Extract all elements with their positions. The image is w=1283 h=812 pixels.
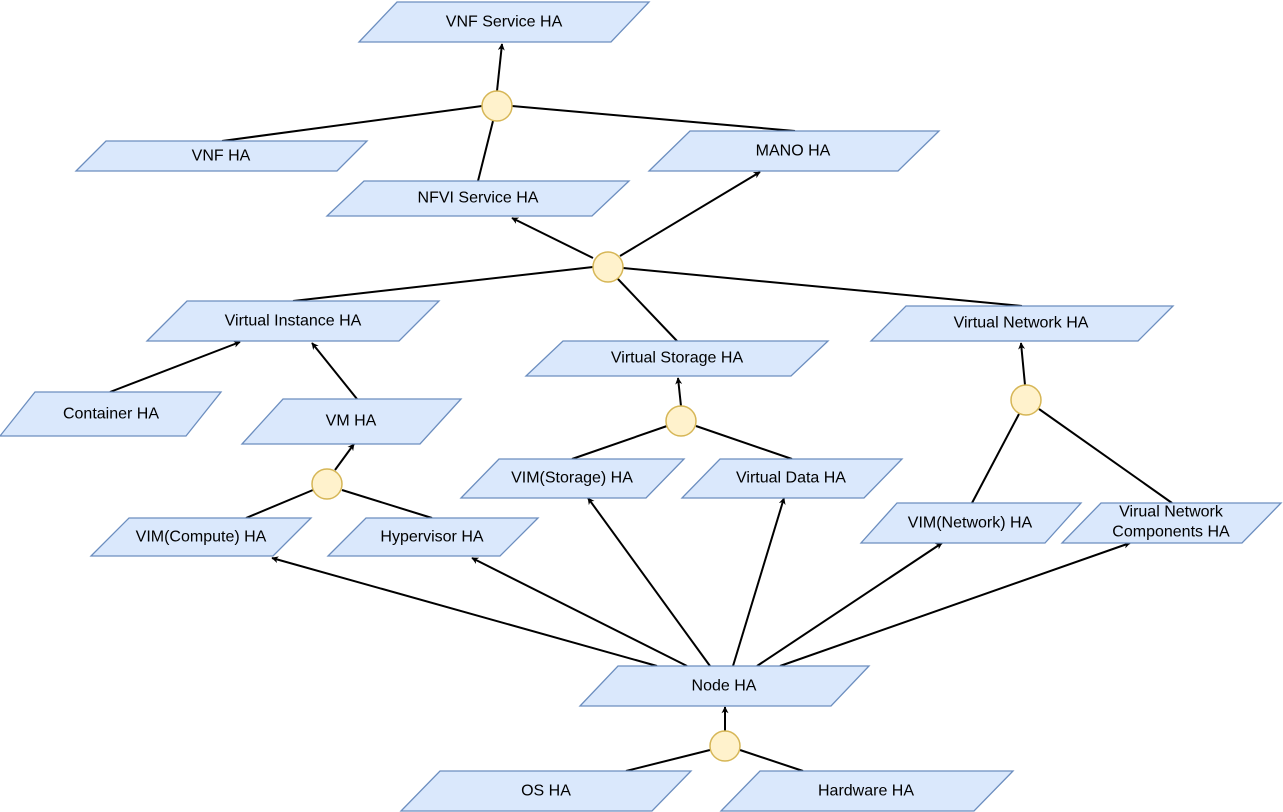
junction-nfvi-service (592, 251, 624, 283)
edge-virtual-network-to-junction-nfvi (622, 267, 1023, 307)
edge-vim-compute-to-junction-vm (245, 489, 314, 519)
node-mano-ha-label: MANO HA (756, 143, 831, 160)
node-virtual-instance-ha-label: Virtual Instance HA (225, 313, 362, 330)
edge-vim-network-to-junction-network (971, 413, 1020, 504)
edge-junction-top-to-vnf-service (496, 43, 505, 92)
edge-junction-network-to-virtual-network (1018, 342, 1026, 386)
node-nfvi-service-ha-label: NFVI Service HA (418, 190, 539, 207)
node-vm-ha-label: VM HA (326, 413, 377, 430)
edge-node-to-virual-network-components (779, 541, 1131, 667)
node-node-ha-label: Node HA (692, 678, 757, 695)
node-node-ha[interactable]: Node HA (578, 665, 871, 707)
node-vim-network-ha-label: VIM(Network) HA (908, 515, 1033, 532)
node-virtual-network-ha[interactable]: Virtual Network HA (869, 305, 1175, 342)
edge-virtual-data-to-junction-storage (695, 425, 793, 460)
edge-vim-storage-to-junction-storage (571, 425, 668, 460)
node-vnf-ha[interactable]: VNF HA (74, 140, 369, 172)
junction-vnf-service (481, 90, 513, 122)
node-virtual-storage-ha[interactable]: Virtual Storage HA (524, 340, 830, 377)
node-mano-ha[interactable]: MANO HA (647, 130, 941, 172)
node-hypervisor-ha-label: Hypervisor HA (380, 529, 483, 546)
edge-vnf-ha-to-junction-top (221, 105, 483, 142)
edge-hardware-to-junction-node (739, 749, 804, 772)
edge-os-to-junction-node (625, 749, 711, 772)
edge-node-to-virtual-data (732, 497, 786, 667)
node-vim-storage-ha[interactable]: VIM(Storage) HA (459, 458, 686, 499)
edge-nfvi-service-to-junction-top (477, 120, 494, 182)
junctions (311, 90, 1042, 762)
node-container-ha[interactable]: Container HA (0, 391, 223, 437)
node-os-ha[interactable]: OS HA (399, 770, 693, 812)
node-hardware-ha[interactable]: Hardware HA (719, 770, 1015, 812)
node-nfvi-service-ha[interactable]: NFVI Service HA (325, 180, 631, 217)
node-hypervisor-ha[interactable]: Hypervisor HA (326, 517, 540, 557)
edge-hypervisor-to-junction-vm (341, 489, 433, 519)
edge-container-to-virtual-instance (109, 340, 241, 393)
node-virtual-instance-ha[interactable]: Virtual Instance HA (145, 300, 441, 342)
node-virtual-data-ha[interactable]: Virtual Data HA (680, 458, 904, 499)
node-virtual-data-ha-label: Virtual Data HA (736, 470, 846, 487)
node-vm-ha[interactable]: VM HA (240, 398, 463, 445)
node-virtual-network-ha-label: Virtual Network HA (954, 315, 1089, 332)
edge-mano-ha-to-junction-top (511, 105, 796, 132)
node-vim-network-ha[interactable]: VIM(Network) HA (859, 502, 1083, 544)
node-virual-network-components-ha[interactable]: Virual Network Components HA (1060, 502, 1283, 544)
junction-virtual-storage (665, 405, 697, 437)
node-hardware-ha-label: Hardware HA (818, 783, 914, 800)
node-virual-network-components-ha-label-line2: Components HA (1112, 524, 1230, 541)
node-container-ha-label: Container HA (63, 406, 159, 423)
edge-vm-to-virtual-instance (311, 342, 358, 400)
node-vnf-service-ha[interactable]: VNF Service HA (357, 1, 651, 43)
node-virual-network-components-ha-label-line1: Virual Network (1119, 504, 1224, 521)
edge-node-to-vim-network (756, 542, 943, 667)
node-os-ha-label: OS HA (521, 783, 571, 800)
junction-virtual-network (1010, 384, 1042, 416)
edge-node-to-vim-storage (587, 497, 711, 667)
edge-virtual-storage-to-junction-nfvi (616, 277, 678, 342)
junction-node (709, 730, 741, 762)
edge-junction-nfvi-to-mano (619, 171, 761, 257)
edge-junction-nfvi-to-nfvi-service (511, 217, 594, 259)
edge-virtual-instance-to-junction-nfvi (292, 266, 594, 302)
edge-node-to-vim-compute (271, 556, 658, 667)
node-vnf-service-ha-label: VNF Service HA (446, 14, 563, 31)
edge-node-to-hypervisor (471, 557, 688, 667)
node-vim-storage-ha-label: VIM(Storage) HA (511, 470, 633, 487)
edge-virual-network-components-to-junction-network (1038, 408, 1173, 504)
junction-vm (311, 468, 343, 500)
edges (109, 43, 1173, 772)
node-vnf-ha-label: VNF HA (192, 148, 251, 165)
node-vim-compute-ha[interactable]: VIM(Compute) HA (89, 517, 313, 557)
node-virtual-storage-ha-label: Virtual Storage HA (611, 350, 744, 367)
edge-junction-vm-to-vm (334, 443, 355, 471)
edge-junction-storage-to-virtual-storage (675, 377, 683, 407)
node-vim-compute-ha-label: VIM(Compute) HA (136, 529, 267, 546)
